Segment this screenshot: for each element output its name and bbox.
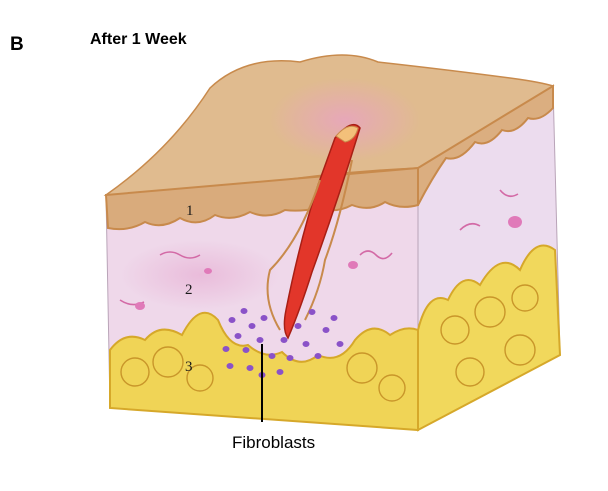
layer-label-fat: 3 <box>185 359 193 376</box>
layer-label-epidermis: 1 <box>186 203 194 220</box>
dermis-glow <box>120 240 280 310</box>
layer-label-dermis: 2 <box>185 282 193 299</box>
panel-letter: B <box>10 34 24 56</box>
panel-title: After 1 Week <box>90 31 187 49</box>
fibroblasts-label: Fibroblasts <box>232 433 315 453</box>
